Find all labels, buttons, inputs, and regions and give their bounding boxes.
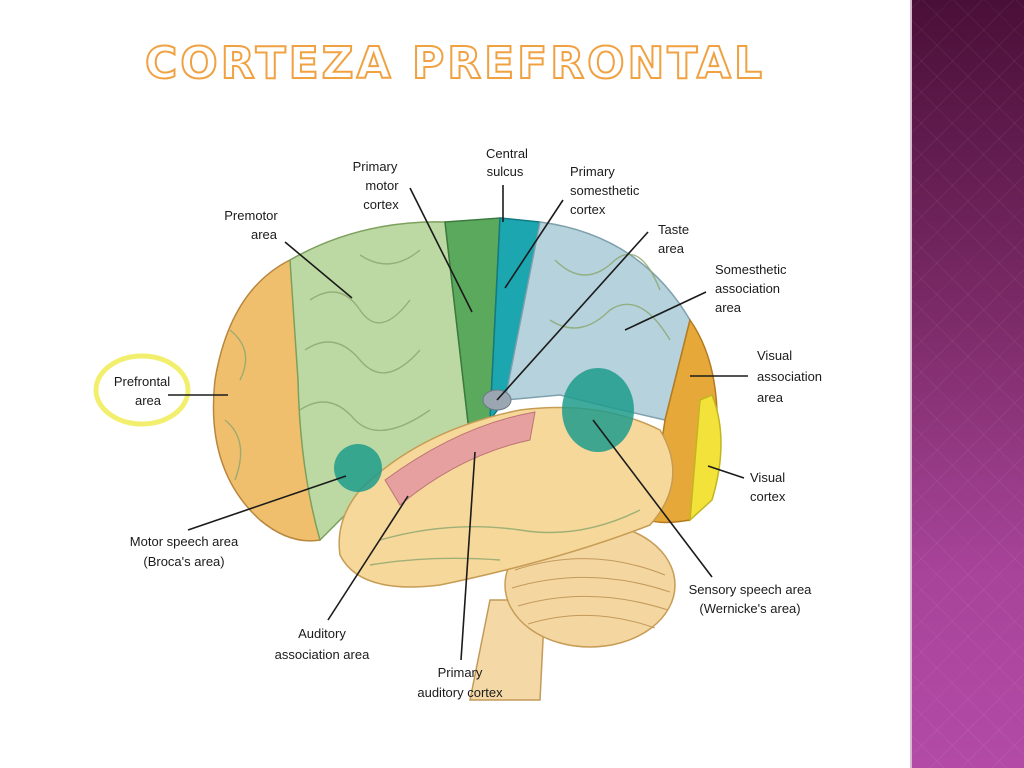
decorative-sidebar	[912, 0, 1024, 768]
prefrontal-highlight	[93, 353, 191, 427]
prefrontal-region	[212, 259, 321, 542]
sidebar-pattern	[912, 0, 1024, 768]
visual-cortex-region	[689, 394, 722, 522]
sidebar-divider	[910, 0, 912, 768]
wernicke-area	[562, 368, 634, 452]
label-sensory-speech: Sensory speech area(Wernicke's area)	[689, 582, 813, 616]
leader-lines	[168, 185, 748, 661]
broca-area	[334, 444, 382, 492]
label-motor-speech: Motor speech area(Broca's area)	[130, 534, 239, 569]
auditory-region	[384, 411, 536, 506]
temporal-region	[338, 406, 674, 588]
cerebellum-folds	[511, 558, 671, 629]
slide-title: Corteza Prefrontal	[144, 37, 765, 90]
